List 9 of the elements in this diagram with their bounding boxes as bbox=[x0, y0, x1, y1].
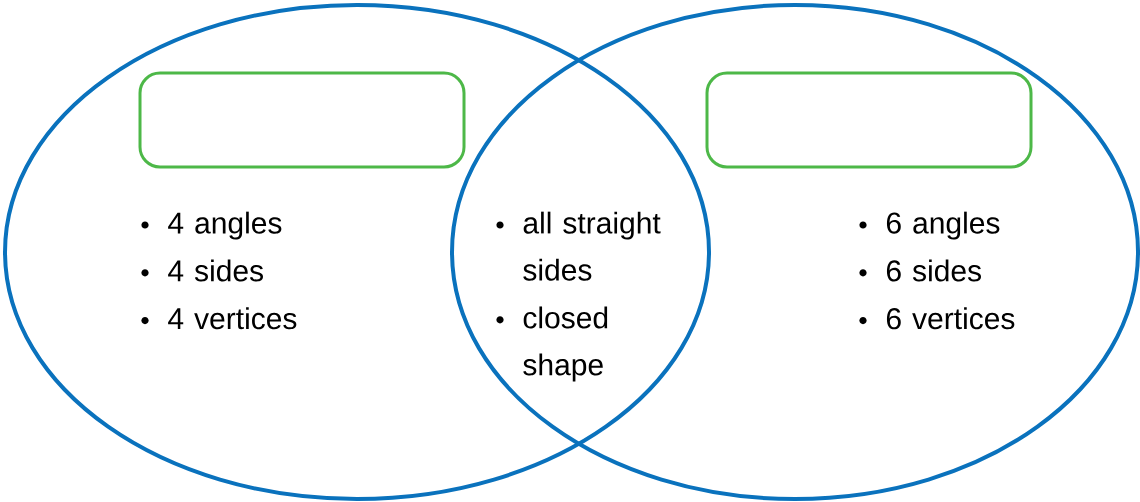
label-box bbox=[705, 71, 1033, 169]
list-item: 4 sides bbox=[141, 259, 263, 282]
list-item: 4 angles bbox=[141, 211, 282, 240]
list-item: 6 sides bbox=[859, 259, 981, 282]
label-box bbox=[138, 71, 466, 169]
list-item: 6 angles bbox=[859, 211, 1000, 240]
list-item: 4 vertices bbox=[141, 307, 297, 330]
list-item: 6 vertices bbox=[859, 307, 1015, 330]
list-item: closed shape bbox=[496, 306, 608, 382]
